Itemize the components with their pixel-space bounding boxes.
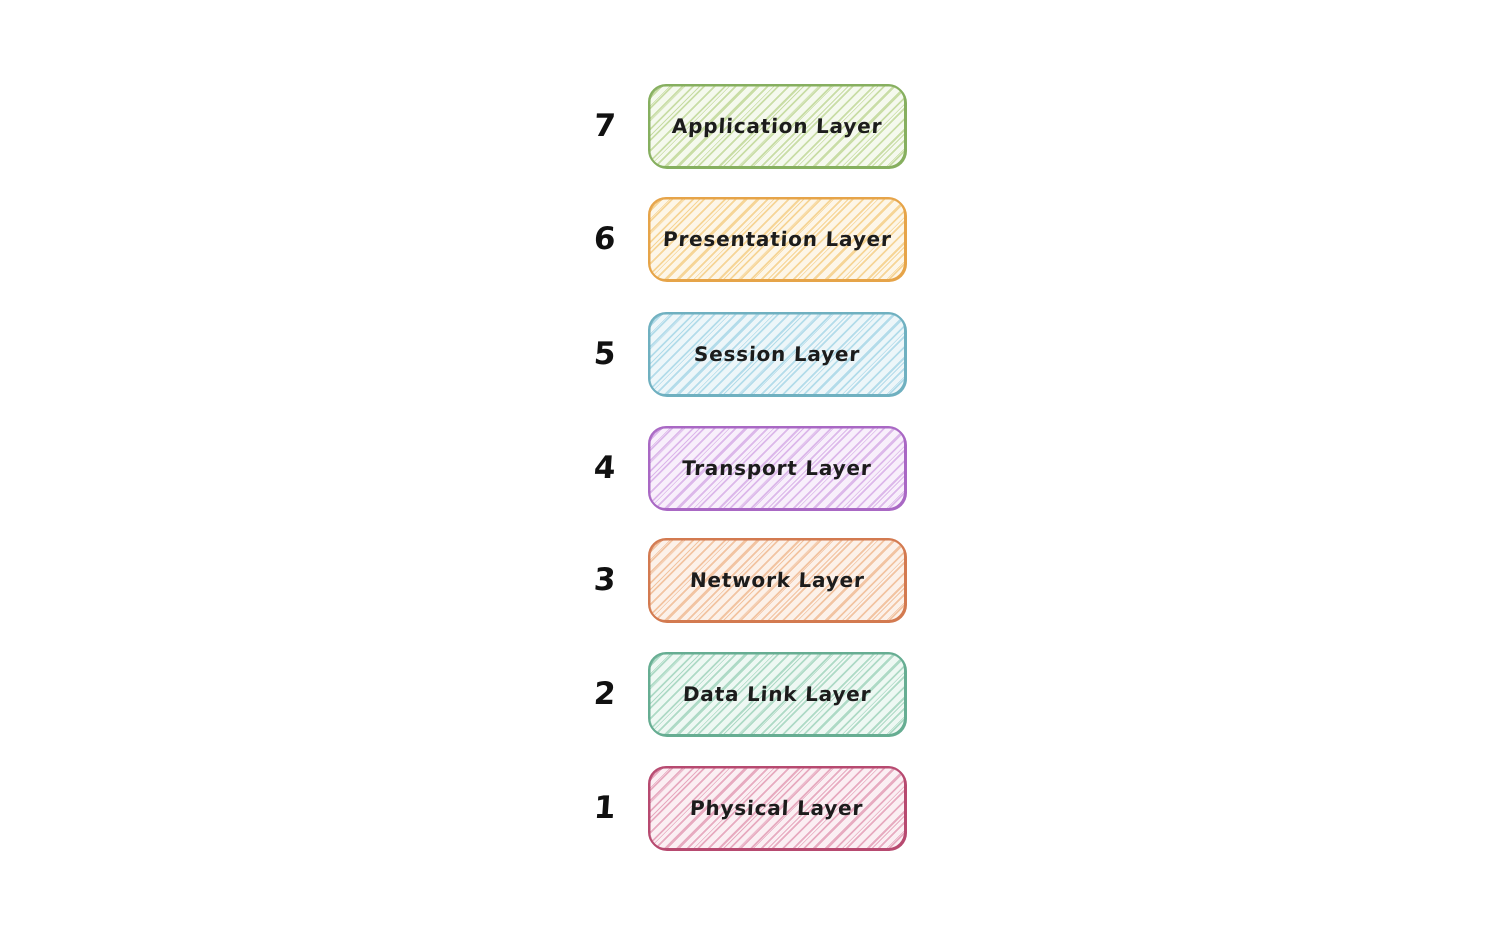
layer-box-physical: Physical Layer xyxy=(648,766,906,850)
layer-number: 1 xyxy=(592,790,618,826)
layer-box-application: Application Layer xyxy=(648,84,906,168)
layer-row-transport: 4 Transport Layer xyxy=(578,426,906,510)
layer-box-network: Network Layer xyxy=(648,538,906,622)
layer-label: Network Layer xyxy=(689,568,865,592)
layer-number: 6 xyxy=(592,221,618,257)
layer-row-physical: 1 Physical Layer xyxy=(578,766,906,850)
layer-box-transport: Transport Layer xyxy=(648,426,906,510)
layer-box-data-link: Data Link Layer xyxy=(648,652,906,736)
layer-number: 3 xyxy=(592,562,618,598)
layer-box-presentation: Presentation Layer xyxy=(648,197,906,281)
layer-label: Presentation Layer xyxy=(662,227,892,251)
layer-number: 5 xyxy=(592,336,618,372)
layer-number: 4 xyxy=(592,450,618,486)
layer-box-session: Session Layer xyxy=(648,312,906,396)
layer-number: 7 xyxy=(592,108,618,144)
layer-row-session: 5 Session Layer xyxy=(578,312,906,396)
layer-label: Transport Layer xyxy=(681,456,873,480)
layer-row-presentation: 6 Presentation Layer xyxy=(578,197,906,281)
layer-label: Session Layer xyxy=(693,342,861,366)
layer-row-data-link: 2 Data Link Layer xyxy=(578,652,906,736)
layer-label: Application Layer xyxy=(671,114,883,138)
layer-label: Data Link Layer xyxy=(682,682,872,706)
layer-row-network: 3 Network Layer xyxy=(578,538,906,622)
layer-number: 2 xyxy=(592,676,618,712)
layer-row-application: 7 Application Layer xyxy=(578,84,906,168)
layer-label: Physical Layer xyxy=(689,796,865,820)
